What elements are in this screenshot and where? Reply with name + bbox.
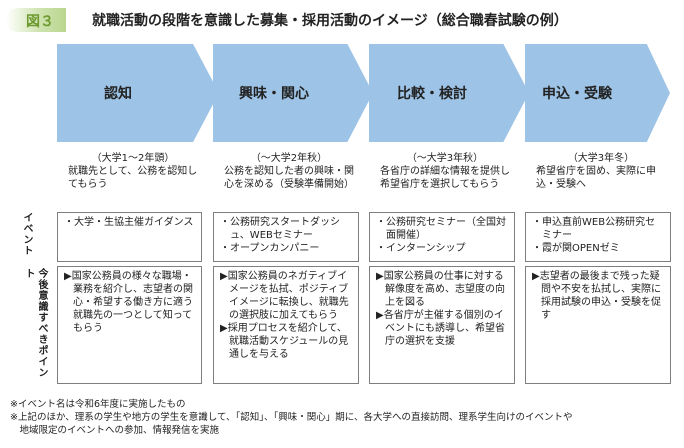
event-item: ・公務研究スタートダッシュ、WEBセミナー [220,217,340,241]
points-box-2: ▶国家公務員のネガティブイメージを払拭、ポジティブイメージに転換し、就職先の選択… [213,266,359,384]
stage-goal: 公務を認知した者の興味・関心を深める（受験準備開始） [224,166,354,190]
figure-title: 就職活動の段階を意識した募集・採用活動のイメージ（総合職春試験の例） [92,13,568,29]
stage-goal: 希望省庁を固め、実際に申込・受験へ [536,166,656,190]
event-item: ・インターンシップ [376,243,466,254]
footnote-1: ※イベント名は令和6年度に実施したもの [10,399,186,410]
stage-goal: 各省庁の詳細な情報を提供し希望省庁を選択してもらう [380,166,510,190]
stage-goal: 就職先として、公務を認知してもらう [68,166,198,190]
event-item: ・申込直前WEB公務研究セミナー [532,217,656,241]
point-item: ▶国家公務員の仕事に対する解像度を高め、志望度の向上を図る [376,271,505,308]
row-label-points: 今後意識すべきポイント [23,268,47,378]
event-item: ・大学・生協主催ガイダンス [64,217,194,228]
stage-description-2: （～大学2年秋） 公務を認知した者の興味・関心を深める（受験準備開始） [224,152,354,191]
point-item: ▶国家公務員の様々な職場・業務を紹介し、志望者の関心・希望する働き方に適う就職先… [64,271,193,334]
stage-name: 認知 [104,86,132,102]
events-box-1: ・大学・生協主催ガイダンス [57,212,202,262]
footnote-3: 地域限定のイベントへの参加、情報発信を実施 [10,425,220,436]
stage-arrow-1: 認知 [57,44,219,142]
footnote-2: ※上記のほか、理系の学生や地方の学生を意識して、「認知」、「興味・関心」期に、各… [10,412,573,423]
points-box-3: ▶国家公務員の仕事に対する解像度を高め、志望度の向上を図る ▶各省庁が主催する個… [369,266,515,384]
point-item: ▶国家公務員のネガティブイメージを払拭、ポジティブイメージに転換し、就職先の選択… [220,271,349,321]
point-item: ▶各省庁が主催する個別のイベントにも誘導し、希望省庁の選択を支援 [376,310,505,347]
stage-name: 比較・検討 [397,86,467,102]
stage-arrow-2: 興味・関心 [213,44,373,142]
point-item: ▶採用プロセスを紹介して、就職活動スケジュールの見通しを与える [220,323,349,360]
event-item: ・公務研究セミナー（全国対面開催） [376,217,506,241]
figure-number: 図３ [26,14,54,30]
stage-arrow-4: 申込・受験 [525,44,670,142]
stage-timing: （～大学3年秋） [406,153,484,164]
stage-timing: （大学1～2年頭） [91,153,175,164]
points-box-4: ▶志望者の最後まで残った疑問や不安を払拭し、実際に採用試験の申込・受験を促す [525,266,671,384]
stage-timing: （大学3年冬） [567,153,635,164]
stage-arrow-3: 比較・検討 [369,44,529,142]
stage-name: 興味・関心 [239,86,309,102]
stage-timing: （～大学2年秋） [250,153,328,164]
events-box-3: ・公務研究セミナー（全国対面開催） ・インターンシップ [369,212,515,262]
events-box-4: ・申込直前WEB公務研究セミナー ・霞が関OPENゼミ [525,212,671,262]
stage-name: 申込・受験 [542,86,612,102]
row-label-events: イベント [21,212,32,256]
event-item: ・オープンカンパニー [220,243,320,254]
stage-description-1: （大学1～2年頭） 就職先として、公務を認知してもらう [68,152,198,191]
points-box-1: ▶国家公務員の様々な職場・業務を紹介し、志望者の関心・希望する働き方に適う就職先… [57,266,202,384]
event-item: ・霞が関OPENゼミ [532,243,620,254]
point-item: ▶志望者の最後まで残った疑問や不安を払拭し、実際に採用試験の申込・受験を促す [532,271,661,321]
figure-badge: 図３ [6,8,66,32]
stage-description-4: （大学3年冬） 希望省庁を固め、実際に申込・受験へ [536,152,666,191]
stage-description-3: （～大学3年秋） 各省庁の詳細な情報を提供し希望省庁を選択してもらう [380,152,510,191]
events-box-2: ・公務研究スタートダッシュ、WEBセミナー ・オープンカンパニー [213,212,359,262]
